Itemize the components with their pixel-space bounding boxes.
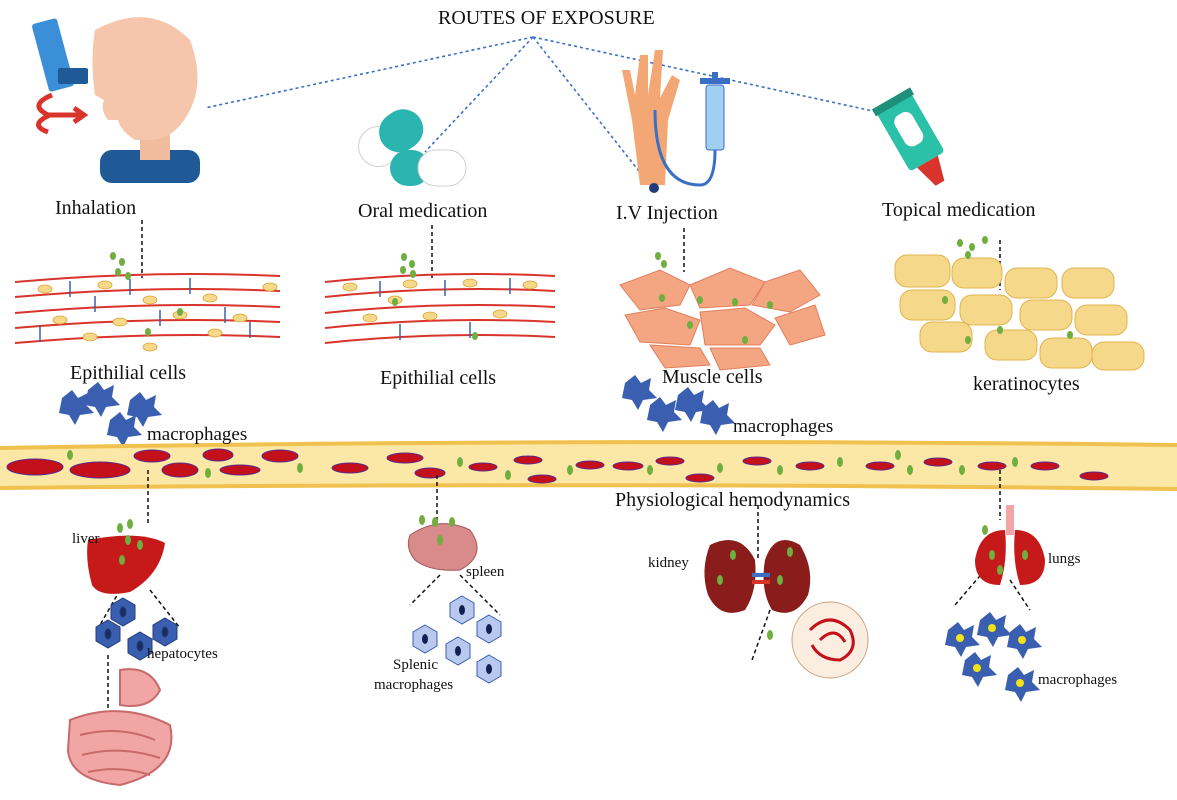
muscle-tissue <box>619 267 826 371</box>
lungs-icon <box>975 505 1045 585</box>
nanoparticles <box>110 236 1073 344</box>
iv-hand-icon <box>622 50 717 193</box>
splenic-macrophage-cells <box>412 595 502 684</box>
epithelial-cells-label-2: Epithilial cells <box>380 367 497 389</box>
splenic-macrophages-label-line2: macrophages <box>374 677 454 693</box>
kidney-icon <box>704 540 811 640</box>
macrophages-label-3: macrophages <box>1038 672 1118 688</box>
blood-vessel <box>0 440 1177 491</box>
macrophage-cells <box>59 375 735 447</box>
keratinocytes-label: keratinocytes <box>973 373 1080 395</box>
nephron-icon <box>791 601 869 679</box>
epithelium-tissue-1 <box>14 273 281 352</box>
liver-label: liver <box>72 531 100 547</box>
route-connectors <box>204 36 906 186</box>
route-topical-label: Topical medication <box>882 199 1036 221</box>
epithelial-cells-label-1: Epithilial cells <box>70 362 187 384</box>
intestine-icon <box>66 668 173 787</box>
capsule-icon <box>358 109 467 187</box>
route-iv-label: I.V Injection <box>616 202 718 224</box>
kidney-label: kidney <box>648 555 689 571</box>
route-oral-label: Oral medication <box>358 200 488 222</box>
splenic-macrophages-label-line1: Splenic <box>393 657 438 673</box>
liver-icon <box>87 519 165 594</box>
keratinocyte-tissue <box>894 254 1145 371</box>
hepatocytes-label: hepatocytes <box>147 646 218 662</box>
hemodynamics-label: Physiological hemodynamics <box>615 489 850 511</box>
lung-macrophage-cells <box>945 612 1042 702</box>
macrophages-label-2: macrophages <box>733 416 834 437</box>
macrophages-label-1: macrophages <box>147 424 248 445</box>
lungs-label: lungs <box>1048 551 1081 567</box>
inhalation-person-icon <box>32 17 200 183</box>
ointment-tube-icon <box>871 87 945 186</box>
route-dashes <box>141 220 1001 290</box>
route-inhalation-label: Inhalation <box>55 197 137 219</box>
epithelium-tissue-2 <box>324 273 556 344</box>
hepatocyte-cells <box>95 597 178 661</box>
spleen-label: spleen <box>466 564 505 580</box>
spleen-icon <box>407 515 478 571</box>
muscle-cells-label: Muscle cells <box>662 366 763 388</box>
syringe-icon <box>700 72 730 151</box>
diagram-title: ROUTES OF EXPOSURE <box>438 7 655 29</box>
organ-dashes <box>99 470 1031 720</box>
